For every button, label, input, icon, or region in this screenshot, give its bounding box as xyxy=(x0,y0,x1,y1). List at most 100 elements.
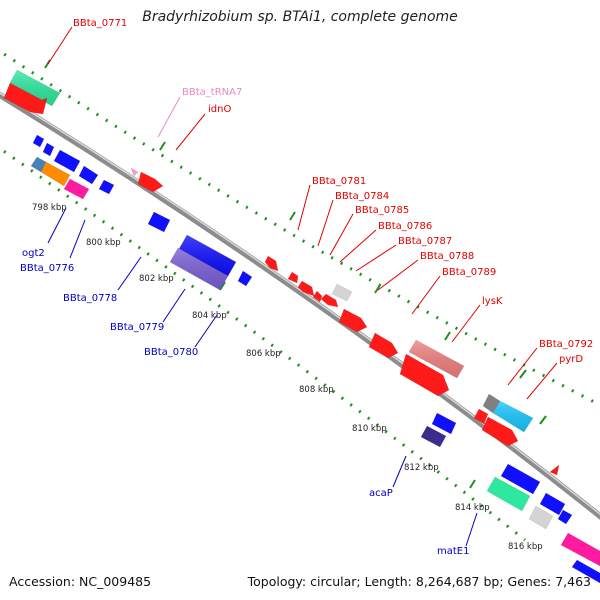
label-mate1[interactable]: matE1 xyxy=(437,546,469,557)
gene-rev-1[interactable] xyxy=(32,134,45,148)
gene-rev-2[interactable] xyxy=(42,142,55,157)
leader-lysk xyxy=(451,304,481,343)
leader-bbta-0776 xyxy=(69,219,86,259)
map-title: Bradyrhizobium sp. BTAi1, complete genom… xyxy=(142,9,458,25)
label-bbta-0781[interactable]: BBta_0781 xyxy=(312,176,366,187)
gc-spike xyxy=(159,141,166,151)
gene-acap[interactable] xyxy=(420,425,447,448)
shade xyxy=(179,235,236,276)
label-bbta-0787[interactable]: BBta_0787 xyxy=(398,236,452,247)
trna-labels: BBta_tRNA7 xyxy=(182,87,242,98)
kbp-tick-812: 812 kbp xyxy=(404,463,439,473)
gene-rev-11[interactable] xyxy=(571,559,600,584)
label-bbta-0786[interactable]: BBta_0786 xyxy=(378,221,432,232)
label-idno[interactable]: idnO xyxy=(208,104,231,115)
reverse-labels: ogt2 BBta_0776 BBta_0778 BBta_0779 BBta_… xyxy=(20,248,469,557)
leader-acap xyxy=(392,455,407,488)
gene-bbta-0780[interactable] xyxy=(237,270,253,287)
gene-rev-5[interactable] xyxy=(98,179,115,195)
leader-bbta-0780 xyxy=(194,314,218,348)
gene-bbta-0789[interactable] xyxy=(338,308,368,333)
leader-mate1 xyxy=(465,512,478,547)
leader-bbta-0786 xyxy=(339,229,377,263)
kbp-tick-798: 798 kbp xyxy=(32,203,67,213)
gc-track-inner xyxy=(0,146,526,542)
kbp-tick-808: 808 kbp xyxy=(299,385,334,395)
label-bbta-0778[interactable]: BBta_0778 xyxy=(63,293,117,304)
leader-bbta-0771 xyxy=(47,26,73,65)
gene-rev-9[interactable] xyxy=(557,509,573,525)
gene-rev-7[interactable] xyxy=(500,463,541,495)
gene-pyrd-b[interactable] xyxy=(473,408,489,425)
kbp-tick-804: 804 kbp xyxy=(192,311,227,321)
gc-spike xyxy=(289,211,296,221)
leader-bbta-0787 xyxy=(355,244,397,272)
gc-spike xyxy=(374,284,381,294)
gc-spike xyxy=(519,369,527,379)
kbp-tick-814: 814 kbp xyxy=(455,503,490,513)
gc-spike xyxy=(444,331,451,341)
label-lysk[interactable]: lysK xyxy=(482,296,503,307)
forward-labels: BBta_0771 idnO BBta_0781 BBta_0784 BBta_… xyxy=(73,18,593,365)
kbp-tick-806: 806 kbp xyxy=(246,349,281,359)
gene-rev-4[interactable] xyxy=(78,165,99,185)
gene-bbta-0781[interactable] xyxy=(264,255,279,272)
gene-rev-10[interactable] xyxy=(560,532,600,567)
gene-pyrd-c[interactable] xyxy=(481,416,519,447)
leader-bbta-0779 xyxy=(162,288,186,323)
gc-spike xyxy=(219,281,226,291)
label-bbta-0776[interactable]: BBta_0776 xyxy=(20,263,74,274)
gene-bbta-0784[interactable] xyxy=(287,271,299,284)
gene-bbta-0788[interactable] xyxy=(331,283,353,302)
leader-bbta-0781 xyxy=(297,184,311,231)
gene-lysk-b[interactable] xyxy=(399,353,450,397)
label-bbta-0785[interactable]: BBta_0785 xyxy=(355,205,409,216)
leader-bbta-0778 xyxy=(117,256,142,291)
gene-idno[interactable] xyxy=(137,171,164,193)
kbp-tick-810: 810 kbp xyxy=(352,424,387,434)
gene-rev-8[interactable] xyxy=(539,492,566,516)
kbp-scale: 798 kbp 800 kbp 802 kbp 804 kbp 806 kbp … xyxy=(32,203,543,552)
leader-pyrd xyxy=(526,362,558,400)
leader-idno xyxy=(175,113,206,151)
gene-ogt2[interactable] xyxy=(40,161,71,187)
label-bbta-0779[interactable]: BBta_0779 xyxy=(110,322,164,333)
label-ogt2[interactable]: ogt2 xyxy=(22,248,45,259)
gc-track-outer xyxy=(0,49,600,407)
reverse-leaders xyxy=(47,207,478,547)
gene-rev-6[interactable] xyxy=(147,211,171,233)
gene-mate1-a[interactable] xyxy=(486,476,531,512)
gene-bbta-trna7[interactable] xyxy=(130,167,139,177)
trna-leaders xyxy=(157,96,181,138)
leader-bbta-0789 xyxy=(411,275,441,315)
gene-mate1[interactable] xyxy=(528,505,554,530)
shade xyxy=(170,248,228,290)
label-bbta-0784[interactable]: BBta_0784 xyxy=(335,191,389,202)
gene-acap-a[interactable] xyxy=(431,412,457,435)
gene-bbta-0785[interactable] xyxy=(297,280,315,297)
shade xyxy=(493,401,533,432)
label-pyrd[interactable]: pyrD xyxy=(559,354,583,365)
kbp-tick-802: 802 kbp xyxy=(139,274,174,284)
gene-rev-3[interactable] xyxy=(53,149,81,173)
gene-bbta-0789b[interactable] xyxy=(368,332,399,359)
gc-track-outer-line xyxy=(0,49,600,407)
genome-backbone xyxy=(0,91,600,520)
shade xyxy=(409,340,464,378)
label-bbta-0788[interactable]: BBta_0788 xyxy=(420,251,474,262)
gene-bbta-0787[interactable] xyxy=(320,293,339,308)
gene-small-forward[interactable] xyxy=(549,464,560,476)
gene-bbta-0776[interactable] xyxy=(63,178,90,200)
forward-leaders xyxy=(47,26,558,400)
label-acap[interactable]: acaP xyxy=(369,488,393,499)
gene-bbta-0786[interactable] xyxy=(312,290,323,303)
label-bbta-0789[interactable]: BBta_0789 xyxy=(442,267,496,278)
label-bbta-0771[interactable]: BBta_0771 xyxy=(73,18,127,29)
label-bbta-trna7[interactable]: BBta_tRNA7 xyxy=(182,87,242,98)
accession-text: Accession: NC_009485 xyxy=(9,574,152,589)
label-bbta-0792[interactable]: BBta_0792 xyxy=(539,339,593,350)
leader-ogt2 xyxy=(47,207,67,244)
label-bbta-0780[interactable]: BBta_0780 xyxy=(144,347,198,358)
